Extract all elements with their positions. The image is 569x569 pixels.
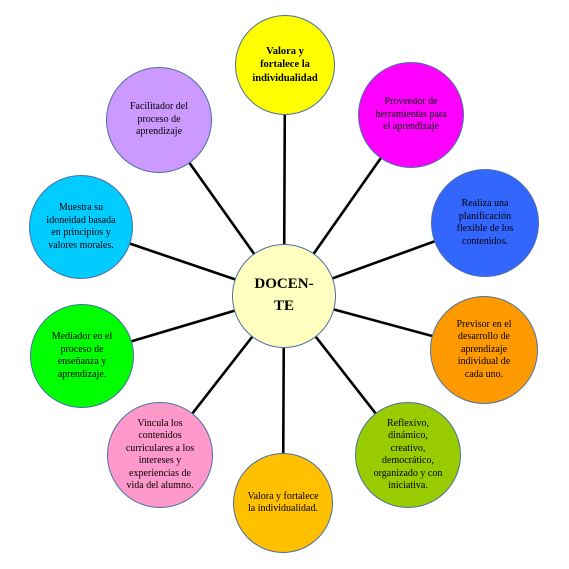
node-reflexivo-dinamico: Reflexivo, dinámico, creativo, democráti… xyxy=(355,402,461,508)
center-node-docente: DOCEN- TE xyxy=(232,244,336,348)
node-planificacion-flexible: Realiza una planificación flexible de lo… xyxy=(431,169,539,277)
node-facilitador-aprendizaje: Facilitador del proceso de aprendizaje xyxy=(106,67,212,173)
node-label: Muestra su idoneidad basada en principio… xyxy=(46,202,116,251)
node-label: Realiza una planificación flexible de lo… xyxy=(456,198,514,247)
node-label: Reflexivo, dinámico, creativo, democráti… xyxy=(373,417,443,492)
center-label: DOCEN- TE xyxy=(254,276,314,314)
node-vincula-contenidos: Vincula los contenidos curriculares a lo… xyxy=(107,402,213,508)
node-muestra-idoneidad: Muestra su idoneidad basada en principio… xyxy=(29,175,133,279)
node-label: Vincula los contenidos curriculares a lo… xyxy=(125,417,195,492)
node-valora-fortalece: Valora y fortalece la individualidad xyxy=(235,15,335,115)
node-valora-individualidad: Valora y fortalece la individualidad. xyxy=(233,453,333,553)
node-previsor-desarrollo: Previsor en el desarrollo de aprendizaje… xyxy=(430,296,538,404)
node-label: Mediador en el proceso de enseñanza y ap… xyxy=(51,331,113,380)
node-label: Valora y fortalece la individualidad xyxy=(252,46,318,84)
node-mediador-proceso: Mediador en el proceso de enseñanza y ap… xyxy=(30,304,134,408)
node-label: Valora y fortalece la individualidad. xyxy=(247,490,319,515)
node-proveedor-herramientas: Proveedor de herramientas para el aprend… xyxy=(358,62,464,168)
node-label: Facilitador del proceso de aprendizaje xyxy=(129,101,189,138)
node-label: Previsor en el desarrollo de aprendizaje… xyxy=(456,318,512,380)
node-label: Proveedor de herramientas para el aprend… xyxy=(375,96,447,133)
